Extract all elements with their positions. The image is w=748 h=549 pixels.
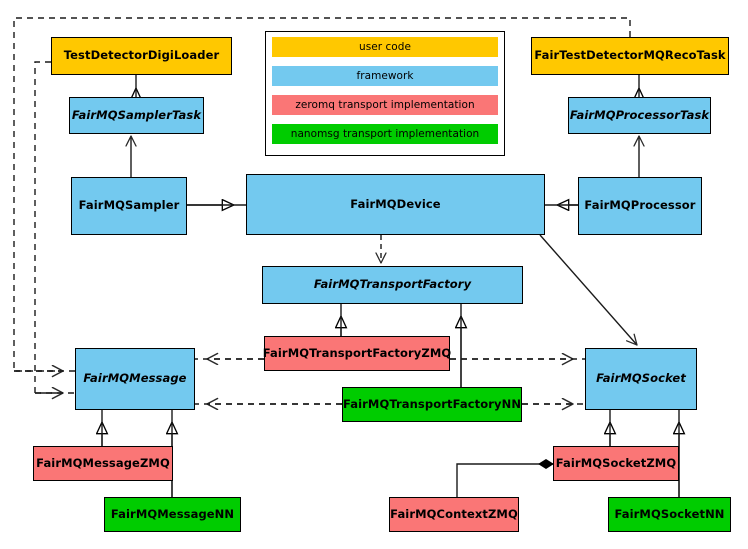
class-node-fairmqcontextzmq[interactable]: FairMQContextZMQ (389, 497, 519, 532)
class-node-fairmqtransportfactorynn[interactable]: FairMQTransportFactoryNN (342, 387, 522, 422)
legend-item-framework: framework (272, 66, 498, 86)
class-name-label: FairMQSocket (596, 371, 686, 386)
class-name-label: FairMQProcessorTask (569, 107, 710, 122)
class-name-label: FairMQSocketNN (614, 506, 725, 521)
class-name-label: FairMQDevice (350, 196, 441, 211)
class-name-label: FairMQMessage (83, 371, 187, 386)
class-name-label: FairMQSampler (78, 198, 180, 213)
class-name-label: FairMQTransportFactoryNN (342, 396, 522, 411)
legend-label-framework: framework (356, 70, 414, 82)
class-node-fairmqsocketnn[interactable]: FairMQSocketNN (608, 497, 731, 532)
class-node-fairmqsamplertask[interactable]: FairMQSamplerTask (69, 97, 204, 134)
class-name-label: FairMQMessageZMQ (36, 455, 170, 470)
class-name-label: FairMQMessageNN (110, 506, 235, 521)
class-node-testdetectordigiloader[interactable]: TestDetectorDigiLoader (51, 37, 232, 75)
legend-label-user-code: user code (358, 41, 411, 53)
class-node-fairmqprocessortask[interactable]: FairMQProcessorTask (568, 97, 711, 134)
legend-label-nanomsg: nanomsg transport implementation (290, 128, 480, 140)
legend-item-nanomsg: nanomsg transport implementation (272, 124, 498, 144)
class-node-fairmqmessagezmq[interactable]: FairMQMessageZMQ (33, 446, 173, 481)
class-node-fairmqmessagenn[interactable]: FairMQMessageNN (104, 497, 241, 532)
class-node-fairmqtransportfactoryzmq[interactable]: FairMQTransportFactoryZMQ (262, 336, 452, 371)
legend-item-zeromq: zeromq transport implementation (272, 95, 498, 115)
class-node-fairmqsocket[interactable]: FairMQSocket (585, 348, 697, 410)
class-name-label: FairMQSamplerTask (71, 107, 202, 122)
class-node-fairmqprocessor[interactable]: FairMQProcessor (578, 177, 702, 235)
class-name-label: FairTestDetectorMQRecoTask (534, 48, 726, 63)
class-node-fairmqtransportfactory[interactable]: FairMQTransportFactory (262, 266, 523, 304)
class-node-fairmqsampler[interactable]: FairMQSampler (71, 177, 187, 235)
class-node-fairtestdetectormqrecotask[interactable]: FairTestDetectorMQRecoTask (531, 37, 729, 75)
class-name-label: FairMQTransportFactoryZMQ (262, 345, 452, 360)
class-name-label: TestDetectorDigiLoader (63, 48, 220, 63)
legend-label-zeromq: zeromq transport implementation (295, 99, 475, 111)
class-name-label: FairMQTransportFactory (313, 277, 472, 292)
class-node-fairmqdevice[interactable]: FairMQDevice (246, 174, 545, 235)
class-name-label: FairMQContextZMQ (390, 506, 518, 521)
class-name-label: FairMQSocketZMQ (555, 455, 677, 470)
class-node-fairmqmessage[interactable]: FairMQMessage (75, 348, 195, 410)
class-name-label: FairMQProcessor (584, 198, 696, 213)
class-node-fairmqsocketzmq[interactable]: FairMQSocketZMQ (553, 446, 679, 481)
legend-item-user-code: user code (272, 37, 498, 57)
